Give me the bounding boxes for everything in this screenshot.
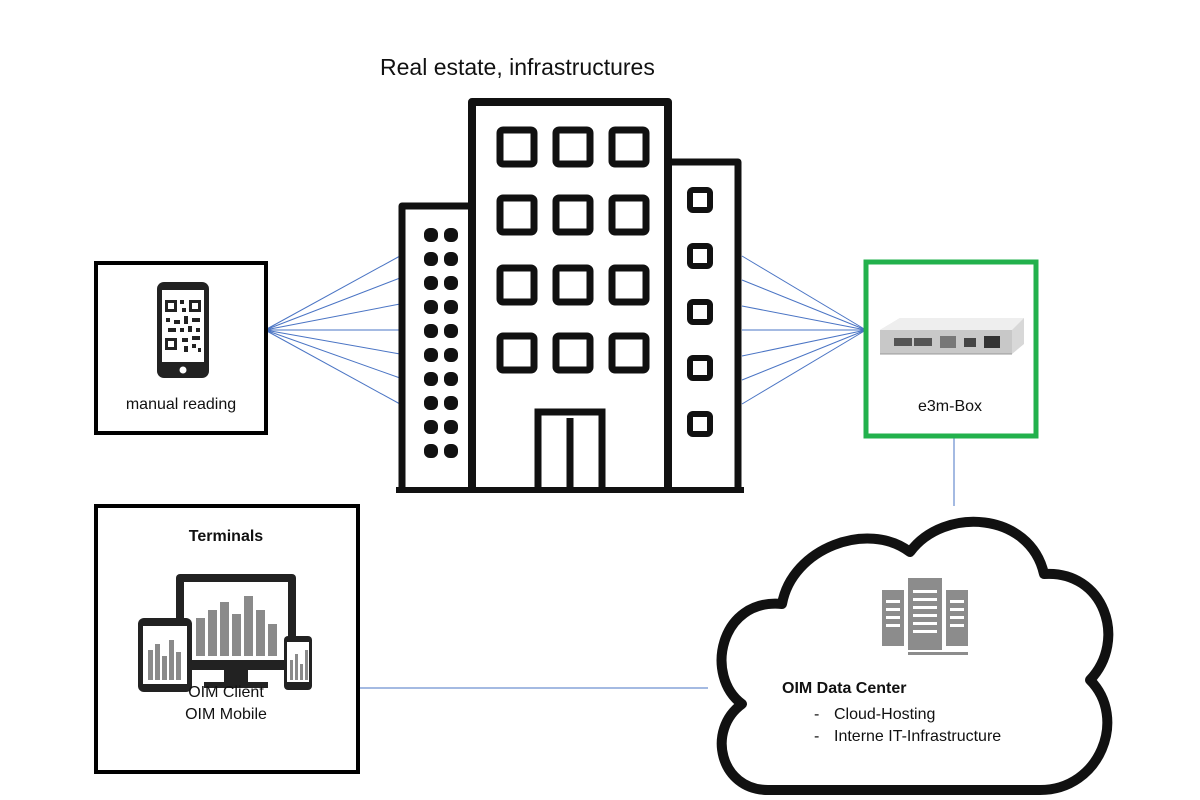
terminals-lines: OIM Client OIM Mobile bbox=[96, 682, 356, 726]
terminals-title: Terminals bbox=[188, 528, 264, 545]
devices-chart-icon bbox=[138, 574, 312, 692]
building-icon bbox=[396, 98, 744, 493]
smartphone-qr-icon bbox=[157, 282, 209, 378]
oim-mobile-label: OIM Mobile bbox=[185, 706, 267, 723]
data-center-item: -Interne IT-Infrastructure bbox=[814, 728, 1002, 745]
oim-client-label: OIM Client bbox=[188, 684, 264, 701]
cloud-icon bbox=[716, 516, 1114, 795]
manual-connectors bbox=[264, 255, 401, 405]
server-rack-icon bbox=[882, 578, 968, 655]
e3m-box-label: e3m-Box bbox=[917, 398, 983, 415]
manual-reading-label: manual reading bbox=[125, 396, 237, 413]
data-center-items: -Cloud-Hosting -Interne IT-Infrastructur… bbox=[814, 704, 1001, 748]
data-center-title: OIM Data Center bbox=[782, 680, 907, 697]
data-center-item: -Cloud-Hosting bbox=[814, 706, 936, 723]
e3m-device-image bbox=[880, 318, 1024, 355]
e3m-connectors bbox=[741, 255, 867, 405]
diagram-title: Real estate, infrastructures bbox=[380, 54, 655, 80]
